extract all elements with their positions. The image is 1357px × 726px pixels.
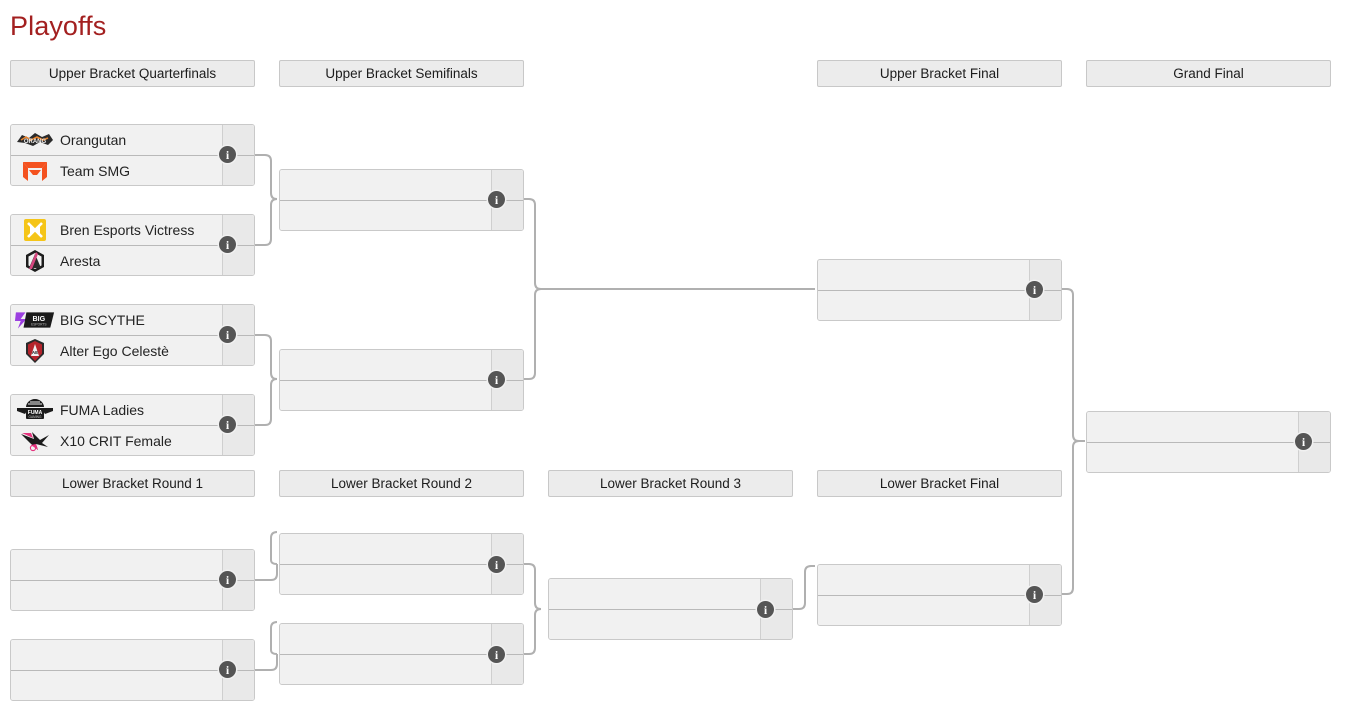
match-row[interactable] — [11, 550, 254, 580]
match-grand-final[interactable] — [1086, 411, 1331, 473]
team-name: X10 CRIT Female — [60, 432, 172, 449]
match-upper-quarterfinal-2[interactable]: Bren Esports Victress Aresta — [10, 214, 255, 276]
info-icon[interactable]: i — [1026, 586, 1043, 603]
match-lower-round2-2[interactable] — [279, 623, 524, 685]
match-row[interactable] — [818, 565, 1061, 595]
match-row[interactable] — [280, 654, 523, 684]
team-name: Orangutan — [60, 132, 127, 148]
team-name: BIG SCYTHE — [60, 312, 145, 328]
match-row[interactable] — [549, 579, 792, 609]
match-row[interactable] — [549, 609, 792, 639]
svg-text:ORANG: ORANG — [24, 139, 47, 145]
match-upper-semifinal-1[interactable] — [279, 169, 524, 231]
team-score — [760, 579, 792, 609]
round-header-label: Lower Bracket Round 3 — [599, 476, 742, 491]
match-row[interactable] — [818, 260, 1061, 290]
round-header-lower-round-3[interactable]: Lower Bracket Round 3 — [548, 470, 793, 497]
svg-text:FUMA: FUMA — [28, 410, 43, 416]
match-lower-round1-1[interactable] — [10, 549, 255, 611]
info-icon[interactable]: i — [1026, 281, 1043, 298]
round-header-label: Lower Bracket Final — [879, 476, 1000, 491]
match-lower-round3[interactable] — [548, 578, 793, 640]
orangutan-logo: ORANG — [14, 127, 56, 153]
info-icon[interactable]: i — [757, 601, 774, 618]
info-icon[interactable]: i — [219, 571, 236, 588]
svg-text:BIG: BIG — [32, 315, 45, 323]
match-row[interactable] — [280, 534, 523, 564]
svg-text:GAMING: GAMING — [29, 415, 42, 419]
big-scythe-logo: BIG ESPORTS — [14, 307, 56, 333]
match-upper-semifinal-2[interactable] — [279, 349, 524, 411]
match-row[interactable]: ORANG Orangutan — [11, 125, 254, 155]
alter-ego-logo: AE — [14, 338, 56, 364]
round-header-label: Lower Bracket Round 2 — [330, 476, 473, 491]
match-row[interactable] — [280, 624, 523, 654]
team-name: Team SMG — [60, 162, 131, 179]
info-icon[interactable]: i — [488, 371, 505, 388]
match-row[interactable]: FUMA GAMING FUMA Ladies — [11, 395, 254, 425]
round-header-upper-final[interactable]: Upper Bracket Final — [817, 60, 1062, 87]
info-icon[interactable]: i — [219, 146, 236, 163]
match-row[interactable]: BIG ESPORTS BIG SCYTHE — [11, 305, 254, 335]
match-lower-round2-1[interactable] — [279, 533, 524, 595]
match-row[interactable] — [280, 170, 523, 200]
info-icon[interactable]: i — [219, 236, 236, 253]
match-row[interactable]: X10 CRIT Female — [11, 425, 254, 455]
match-row[interactable] — [818, 290, 1061, 320]
match-row[interactable]: Team SMG — [11, 155, 254, 185]
svg-text:ESPORTS: ESPORTS — [31, 323, 47, 327]
match-upper-quarterfinal-3[interactable]: BIG ESPORTS BIG SCYTHE AE Alter Ego Cele… — [10, 304, 255, 366]
aresta-logo — [14, 248, 56, 274]
match-row[interactable] — [1087, 442, 1330, 472]
round-header-lower-round-1[interactable]: Lower Bracket Round 1 — [10, 470, 255, 497]
info-icon[interactable]: i — [219, 416, 236, 433]
info-icon[interactable]: i — [488, 191, 505, 208]
match-row[interactable]: Aresta — [11, 245, 254, 275]
match-upper-quarterfinal-1[interactable]: ORANG Orangutan Team SMG — [10, 124, 255, 186]
round-header-label: Upper Bracket Quarterfinals — [48, 66, 217, 81]
match-row[interactable] — [280, 564, 523, 594]
round-header-label: Lower Bracket Round 1 — [61, 476, 204, 491]
x10-crit-logo — [14, 428, 56, 454]
fuma-ladies-logo: FUMA GAMING — [14, 397, 56, 423]
page-title: Playoffs — [10, 11, 107, 41]
team-name: Aresta — [60, 252, 101, 269]
match-lower-round1-2[interactable] — [10, 639, 255, 701]
match-lower-final[interactable] — [817, 564, 1062, 626]
round-header-upper-quarterfinals[interactable]: Upper Bracket Quarterfinals — [10, 60, 255, 87]
match-upper-final[interactable] — [817, 259, 1062, 321]
svg-text:AE: AE — [32, 350, 38, 355]
round-header-upper-semifinals[interactable]: Upper Bracket Semifinals — [279, 60, 524, 87]
match-row[interactable] — [11, 580, 254, 610]
match-upper-quarterfinal-4[interactable]: FUMA GAMING FUMA Ladies X10 CRIT Female — [10, 394, 255, 456]
info-icon[interactable]: i — [488, 646, 505, 663]
info-icon[interactable]: i — [219, 326, 236, 343]
team-name: FUMA Ladies — [60, 402, 145, 418]
round-header-grand-final[interactable]: Grand Final — [1086, 60, 1331, 87]
team-name: Bren Esports Victress — [60, 222, 195, 238]
info-icon[interactable]: i — [1295, 433, 1312, 450]
round-header-label: Upper Bracket Semifinals — [325, 66, 478, 81]
info-icon[interactable]: i — [219, 661, 236, 678]
round-header-label: Upper Bracket Final — [879, 66, 1000, 81]
info-icon[interactable]: i — [488, 556, 505, 573]
team-name: Alter Ego Celestè — [60, 342, 169, 359]
bren-esports-logo — [14, 217, 56, 243]
team-smg-logo — [14, 158, 56, 184]
match-row[interactable] — [280, 380, 523, 410]
match-row[interactable] — [11, 640, 254, 670]
match-row[interactable] — [1087, 412, 1330, 442]
round-header-label: Grand Final — [1173, 66, 1244, 81]
match-row[interactable] — [11, 670, 254, 700]
match-row[interactable]: Bren Esports Victress — [11, 215, 254, 245]
round-header-lower-final[interactable]: Lower Bracket Final — [817, 470, 1062, 497]
match-row[interactable] — [280, 200, 523, 230]
match-row[interactable] — [818, 595, 1061, 625]
match-row[interactable]: AE Alter Ego Celestè — [11, 335, 254, 365]
round-header-lower-round-2[interactable]: Lower Bracket Round 2 — [279, 470, 524, 497]
match-row[interactable] — [280, 350, 523, 380]
